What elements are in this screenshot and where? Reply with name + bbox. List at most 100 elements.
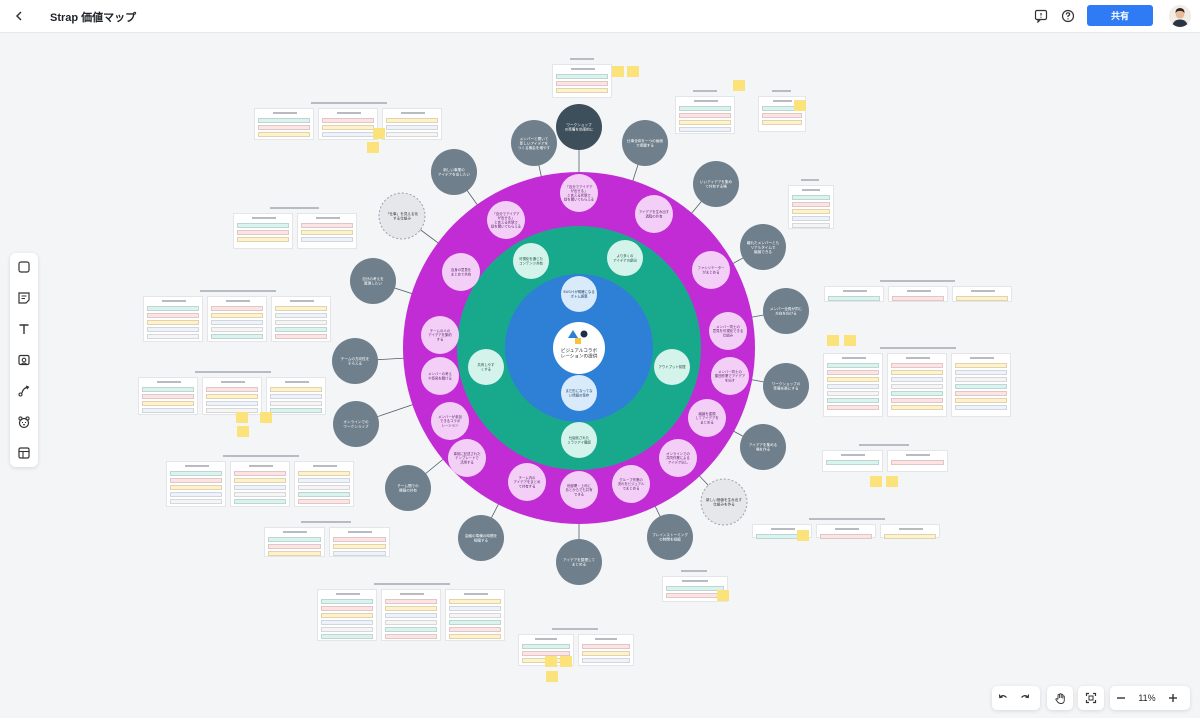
card-row[interactable] xyxy=(270,408,322,413)
chevron-left-icon[interactable] xyxy=(10,7,28,25)
share-button[interactable]: 共有 xyxy=(1087,5,1153,26)
card-column[interactable] xyxy=(816,524,876,539)
card-column[interactable] xyxy=(880,524,940,539)
sticky-note[interactable] xyxy=(627,66,639,77)
card-row[interactable] xyxy=(147,306,199,311)
card-row[interactable] xyxy=(142,401,194,406)
card-row[interactable] xyxy=(268,551,321,556)
card-group[interactable] xyxy=(264,521,390,557)
card-column[interactable] xyxy=(297,213,357,249)
card-column[interactable] xyxy=(166,461,226,507)
card-column[interactable] xyxy=(230,461,290,507)
card-row[interactable] xyxy=(955,363,1007,368)
sticky-note[interactable] xyxy=(260,412,272,423)
card-group[interactable] xyxy=(788,179,834,229)
gray-node[interactable]: 会議の準備の時間を短縮する xyxy=(458,515,504,561)
gray-node[interactable]: 仕事全体を一つの画面で把握する xyxy=(622,120,668,166)
card-column[interactable] xyxy=(675,96,735,134)
comment-icon[interactable] xyxy=(1033,8,1049,24)
card-row[interactable] xyxy=(211,334,263,339)
card-row[interactable] xyxy=(322,125,374,130)
gray-node[interactable]: アイデアを整理してまとめる xyxy=(556,539,602,585)
sticky-note[interactable] xyxy=(794,100,806,111)
sticky-note[interactable] xyxy=(797,530,809,541)
value-item-bubble[interactable]: アイデアを生み出す過程の共有 xyxy=(635,195,673,233)
card-group[interactable] xyxy=(823,347,1013,417)
card-row[interactable] xyxy=(321,599,373,604)
card-group[interactable] xyxy=(138,371,328,415)
card-row[interactable] xyxy=(298,492,350,497)
whiteboard-canvas[interactable]: メンバーと開いて新しいアイデアをつくる機会を増やすワークショップの準備を効率的に… xyxy=(0,34,1200,718)
value-item-bubble[interactable]: メンバー同士の意見を可視化できる仕組み xyxy=(709,312,747,350)
card-row[interactable] xyxy=(321,606,373,611)
card-row[interactable] xyxy=(827,384,879,389)
card-column[interactable] xyxy=(788,185,834,229)
undo-icon[interactable] xyxy=(992,687,1014,709)
card-row[interactable] xyxy=(449,634,501,639)
card-row[interactable] xyxy=(234,471,286,476)
card-row[interactable] xyxy=(826,460,879,465)
inner-node[interactable]: 5Ｗ1Ｈが明確になるボトム調整 xyxy=(561,276,597,312)
card-column[interactable] xyxy=(952,286,1012,302)
teal-node[interactable]: 仕組化されたミラツアイ確認 xyxy=(561,422,597,458)
card-row[interactable] xyxy=(891,460,944,465)
minus-icon[interactable] xyxy=(1110,687,1132,709)
card-row[interactable] xyxy=(891,377,943,382)
card-column[interactable] xyxy=(202,377,262,415)
dashed-node[interactable]: 「仕事」を見える化する仕組み xyxy=(378,192,426,240)
card-group[interactable] xyxy=(822,444,948,472)
card-row[interactable] xyxy=(206,408,258,413)
card-column[interactable] xyxy=(329,527,390,557)
value-item-bubble[interactable]: 「自分でアイデアが出せる」と言える状態で話を聞いてもらえる xyxy=(487,201,525,239)
sticky-note[interactable] xyxy=(560,656,572,667)
card-row[interactable] xyxy=(891,405,943,410)
card-row[interactable] xyxy=(170,492,222,497)
card-column[interactable] xyxy=(207,296,267,342)
sticky-note[interactable] xyxy=(545,656,557,667)
card-group[interactable] xyxy=(752,518,942,539)
card-column[interactable] xyxy=(445,589,505,641)
help-icon[interactable] xyxy=(1060,8,1076,24)
card-row[interactable] xyxy=(270,394,322,399)
card-row[interactable] xyxy=(828,296,880,301)
fit-screen-icon[interactable] xyxy=(1080,687,1102,709)
card-row[interactable] xyxy=(234,492,286,497)
card-row[interactable] xyxy=(301,223,353,228)
text-icon[interactable] xyxy=(14,319,34,339)
card-row[interactable] xyxy=(237,230,289,235)
gray-node[interactable]: メンバーと開いて新しいアイデアをつくる機会を増やす xyxy=(511,120,557,166)
gray-node[interactable]: チームの方向性をそろえる xyxy=(332,338,378,384)
teal-node[interactable]: 可視化を通じたコンテンツ共有 xyxy=(513,243,549,279)
card-row[interactable] xyxy=(270,401,322,406)
layout-icon[interactable] xyxy=(14,443,34,463)
card-row[interactable] xyxy=(385,620,437,625)
plus-icon[interactable] xyxy=(1162,687,1184,709)
card-row[interactable] xyxy=(891,363,943,368)
card-row[interactable] xyxy=(522,651,570,656)
card-group[interactable] xyxy=(317,583,507,641)
card-group[interactable] xyxy=(824,280,1012,302)
card-column[interactable] xyxy=(823,353,883,417)
card-row[interactable] xyxy=(884,534,936,539)
card-row[interactable] xyxy=(170,478,222,483)
card-row[interactable] xyxy=(206,394,258,399)
value-item-bubble[interactable]: 事前に記述されたテンプレートで活用する xyxy=(448,439,486,477)
card-row[interactable] xyxy=(333,544,386,549)
card-row[interactable] xyxy=(237,237,289,242)
card-row[interactable] xyxy=(679,106,731,111)
card-column[interactable] xyxy=(233,213,293,249)
sticky-note[interactable] xyxy=(237,426,249,437)
square-icon[interactable] xyxy=(14,257,34,277)
sticky-note-icon[interactable] xyxy=(14,288,34,308)
gray-node[interactable]: ワークショップの準備を楽にする xyxy=(763,363,809,409)
card-row[interactable] xyxy=(275,327,327,332)
card-row[interactable] xyxy=(170,485,222,490)
value-item-bubble[interactable]: ファシリテーターがまとめる xyxy=(692,251,730,289)
card-row[interactable] xyxy=(827,405,879,410)
card-row[interactable] xyxy=(268,544,321,549)
card-row[interactable] xyxy=(827,363,879,368)
gray-node[interactable]: ブレインストーミングの時間を短縮 xyxy=(647,514,693,560)
card-row[interactable] xyxy=(147,313,199,318)
sticky-note[interactable] xyxy=(236,412,248,423)
inner-node[interactable]: まだ形になってない情報の保存 xyxy=(561,375,597,411)
